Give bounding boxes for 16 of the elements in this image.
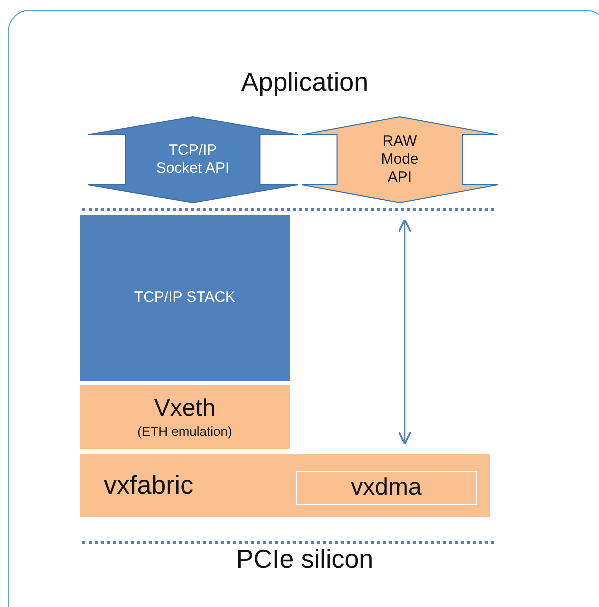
node-label: PCIe silicon bbox=[236, 544, 374, 576]
node-label: Vxeth bbox=[154, 394, 216, 424]
api-layer-shape bbox=[88, 117, 298, 203]
node-sublabel: (ETH emulation) bbox=[138, 424, 232, 440]
node-label: vxdma bbox=[351, 474, 422, 502]
node-label: Application bbox=[241, 67, 369, 99]
node-label: TCP/IP Socket API bbox=[155, 142, 231, 178]
driver-box bbox=[80, 385, 290, 449]
fabric-band bbox=[80, 454, 490, 517]
arrow bbox=[398, 219, 412, 445]
stack-box bbox=[80, 215, 290, 381]
node-label: RAW Mode API bbox=[380, 133, 420, 187]
dma-box bbox=[296, 471, 477, 505]
node-label: TCP/IP STACK bbox=[134, 289, 236, 307]
api-layer-shape bbox=[302, 117, 498, 203]
node-label: vxfabric bbox=[103, 470, 194, 502]
